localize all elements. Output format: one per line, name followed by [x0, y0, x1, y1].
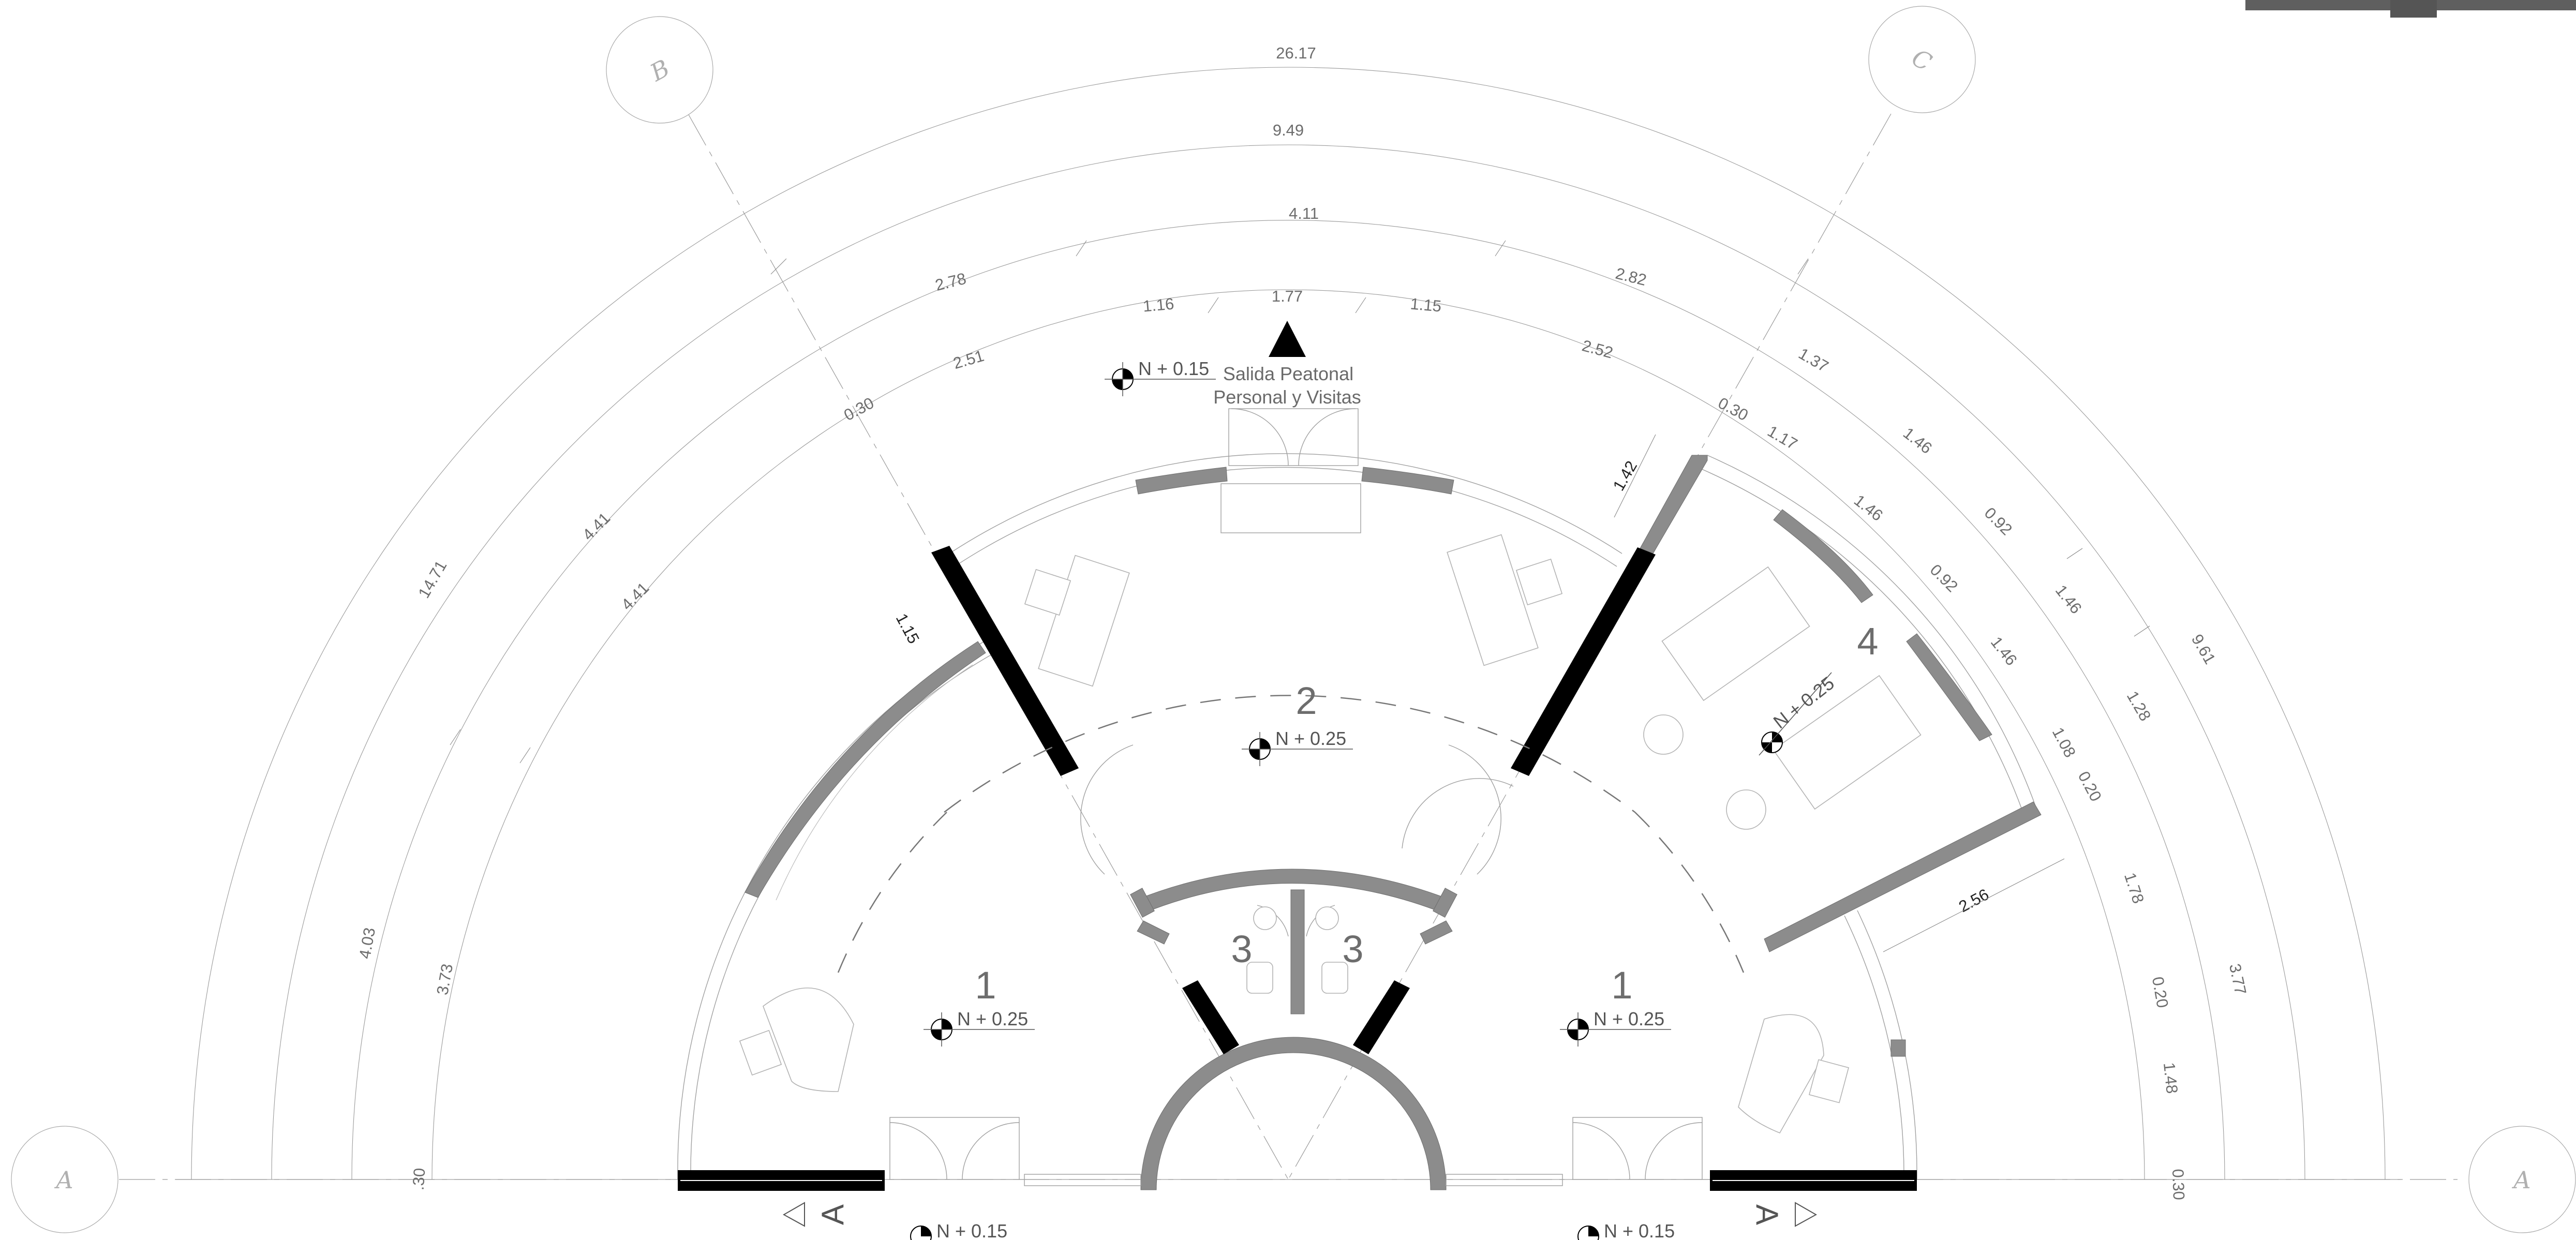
level-marker-room1-left: N + 0.25 — [924, 1008, 1035, 1047]
grid-axis-b — [688, 113, 1289, 1180]
section-mark-left: A — [782, 1202, 850, 1227]
svg-text:N + 0.25: N + 0.25 — [1275, 728, 1346, 749]
exit-arrow-icon — [1269, 321, 1306, 357]
svg-text:1.08: 1.08 — [2049, 724, 2079, 760]
dimension-arcs — [191, 67, 2386, 1180]
arc-dimension-labels: 26.17 9.49 4.11 1.77 2.78 2.82 2.51 1.16… — [933, 44, 1648, 372]
svg-text:4.41: 4.41 — [618, 579, 652, 614]
grid-bubble-b: B — [606, 16, 713, 124]
svg-text:0.92: 0.92 — [1927, 561, 1961, 595]
svg-text:0.30: 0.30 — [841, 394, 877, 424]
exit-label-line2: Personal y Visitas — [1213, 386, 1361, 408]
svg-text:3.73: 3.73 — [433, 962, 456, 996]
svg-text:1.48: 1.48 — [2160, 1062, 2181, 1095]
svg-text:3.77: 3.77 — [2226, 962, 2250, 996]
svg-text:1.28: 1.28 — [2123, 688, 2154, 724]
room-number-1-right: 1 — [1611, 964, 1632, 1007]
dim-26-17: 26.17 — [1276, 44, 1316, 62]
dim-1-16: 1.16 — [1142, 294, 1175, 315]
svg-text:1.46: 1.46 — [1987, 633, 2021, 669]
svg-text:0.92: 0.92 — [1981, 504, 2016, 539]
svg-text:A: A — [1750, 1204, 1784, 1225]
svg-text:1.15: 1.15 — [892, 610, 923, 647]
svg-text:9.61: 9.61 — [2188, 631, 2219, 667]
room-number-3-left: 3 — [1231, 928, 1252, 970]
svg-text:4.03: 4.03 — [355, 926, 379, 960]
dim-1-77: 1.77 — [1272, 287, 1303, 305]
black-walls — [678, 546, 1917, 1191]
grey-walls — [744, 455, 2042, 1190]
dim-arc-1 — [191, 67, 2386, 1180]
svg-text:0.20: 0.20 — [2075, 768, 2105, 804]
dashed-arc-left — [837, 812, 947, 973]
dimension-ticks — [450, 240, 2150, 764]
dim-4-11: 4.11 — [1289, 204, 1319, 222]
grid-bubble-a-right: A — [2468, 1126, 2576, 1233]
svg-text:1.46: 1.46 — [2052, 581, 2086, 617]
room-number-1-left: 1 — [975, 964, 996, 1007]
dim-arc-2 — [271, 144, 2305, 1180]
svg-text:1.78: 1.78 — [2121, 871, 2148, 906]
svg-text:1.37: 1.37 — [1795, 345, 1832, 376]
dim-2-82: 2.82 — [1614, 264, 1648, 290]
svg-text:0.20: 0.20 — [2149, 975, 2172, 1009]
level-marker-bottom-right: N + 0.15 — [1577, 1220, 1675, 1240]
svg-text:1.46: 1.46 — [1900, 424, 1935, 457]
svg-text:N + 0.25: N + 0.25 — [957, 1008, 1028, 1029]
room-number-4: 4 — [1857, 620, 1878, 663]
svg-text:N + 0.15: N + 0.15 — [1604, 1220, 1675, 1240]
level-marker-room2: N + 0.25 — [1242, 728, 1353, 766]
svg-text:14.71: 14.71 — [414, 557, 450, 601]
dim-2-56: 2.56 — [1956, 885, 1992, 916]
svg-text:N + 0.15: N + 0.15 — [936, 1220, 1007, 1240]
dashed-arc-right — [1634, 812, 1745, 973]
furniture — [739, 534, 1922, 1134]
level-marker-room1-right: N + 0.25 — [1560, 1008, 1671, 1047]
svg-text:4.41: 4.41 — [579, 509, 614, 544]
svg-text:0.30: 0.30 — [2169, 1169, 2188, 1201]
svg-text:A: A — [2511, 1166, 2530, 1194]
grid-bubble-c: C — [1868, 6, 1976, 113]
level-marker-top: N + 0.15 — [1105, 358, 1216, 396]
exit-label-line1: Salida Peatonal — [1223, 363, 1353, 384]
dim-1-42: 1.42 — [1610, 458, 1641, 494]
dim-1-15: 1.15 — [1409, 294, 1442, 315]
svg-text:0.30: 0.30 — [1715, 394, 1751, 424]
svg-text:A: A — [815, 1204, 850, 1225]
level-marker-bottom-left: N + 0.15 — [910, 1220, 1007, 1240]
svg-text:A: A — [54, 1166, 73, 1194]
svg-text:N + 0.15: N + 0.15 — [1138, 358, 1209, 379]
svg-text:1.17: 1.17 — [1764, 422, 1800, 453]
dashed-arc-upper — [944, 695, 1635, 813]
grid-bubble-a-left: A — [11, 1126, 118, 1233]
dim-2-52: 2.52 — [1580, 336, 1615, 362]
svg-text:N + 0.25: N + 0.25 — [1594, 1008, 1664, 1029]
dim-arc-4 — [431, 289, 2145, 1180]
room-number-2: 2 — [1296, 679, 1317, 722]
dim-9-49: 9.49 — [1273, 121, 1304, 139]
svg-text:1.46: 1.46 — [1851, 491, 1886, 525]
svg-text:.30: .30 — [409, 1168, 429, 1191]
doors — [889, 408, 1703, 1186]
section-mark-right: A — [1750, 1202, 1818, 1227]
dim-2-51: 2.51 — [951, 347, 986, 372]
room-number-3-right: 3 — [1342, 928, 1363, 970]
dim-2-78: 2.78 — [933, 270, 968, 295]
